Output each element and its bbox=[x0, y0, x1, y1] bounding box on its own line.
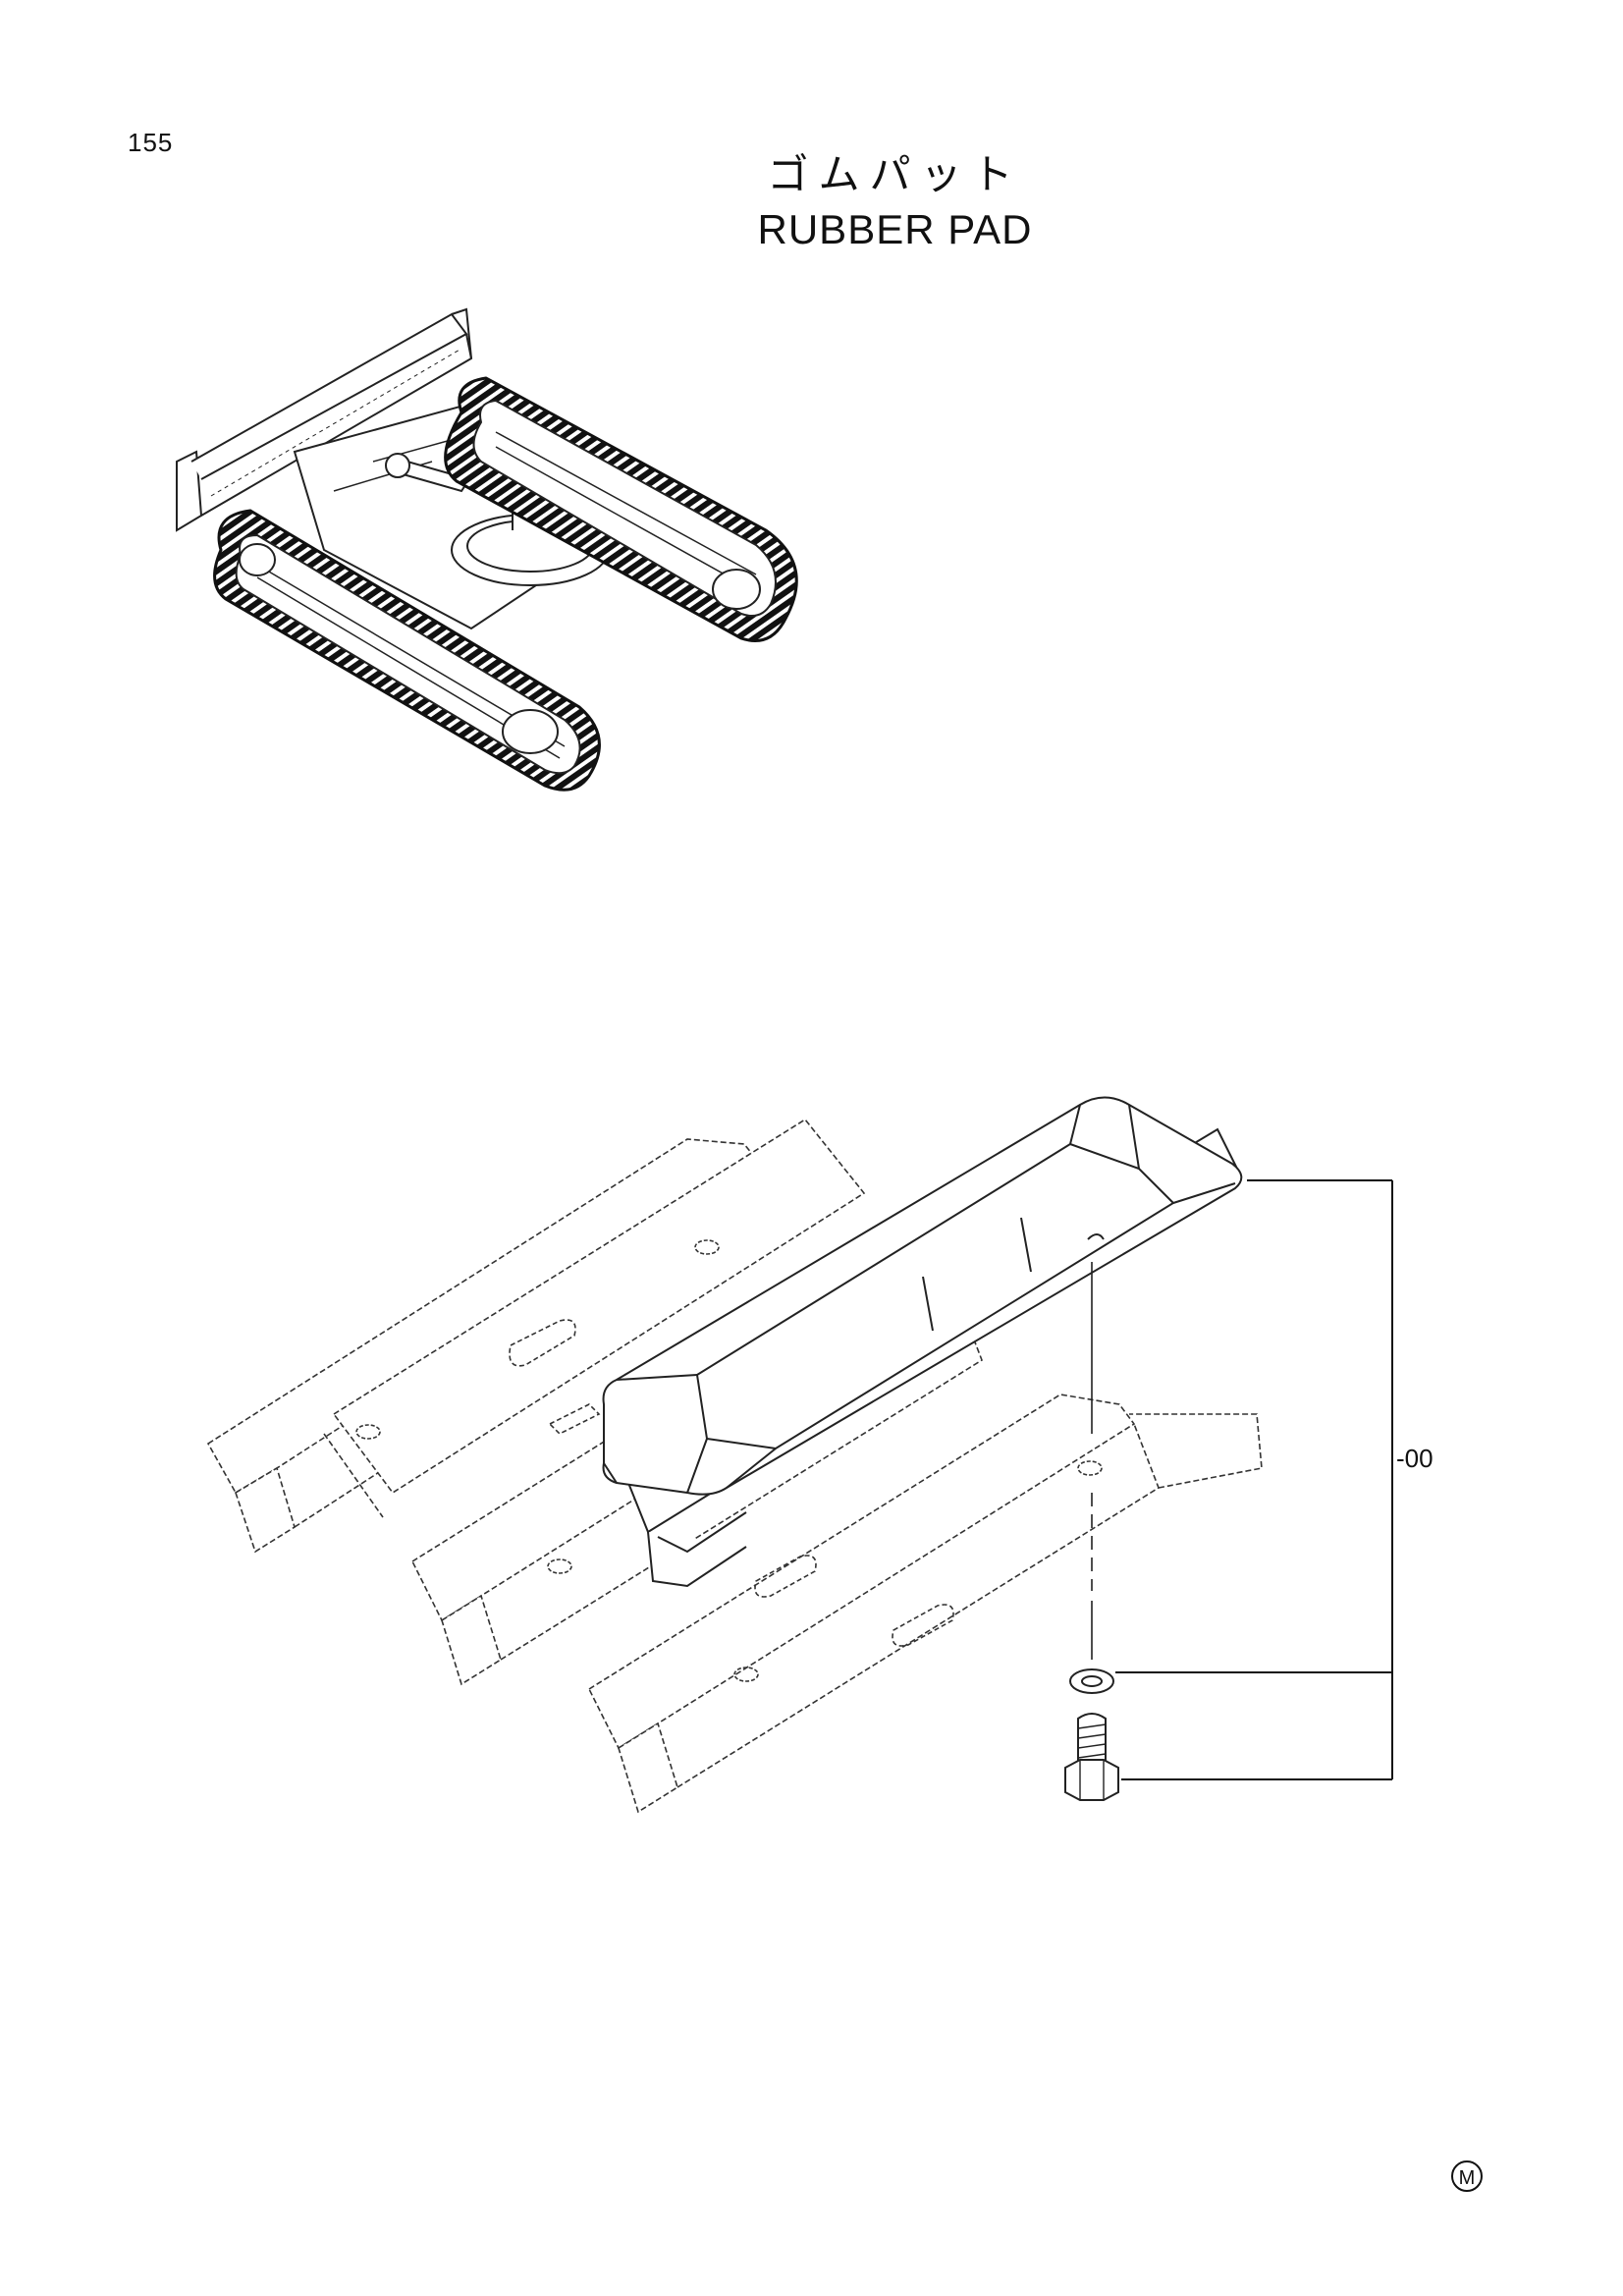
callout-bracket bbox=[1115, 1179, 1393, 1780]
page-title-japanese: ゴムパット bbox=[767, 150, 1023, 198]
maker-mark: M bbox=[1451, 2160, 1483, 2192]
excavator-undercarriage-icon bbox=[176, 307, 798, 792]
bolt-icon bbox=[1064, 1713, 1119, 1801]
callout-label-00: -00 bbox=[1396, 1444, 1434, 1473]
title-block: ゴムパット RUBBER PAD bbox=[0, 147, 1623, 257]
page-title-english: RUBBER PAD bbox=[757, 206, 1033, 252]
washer-icon bbox=[1069, 1668, 1114, 1694]
page-number: 155 bbox=[128, 128, 174, 157]
rubber-pad-icon bbox=[602, 1096, 1243, 1588]
